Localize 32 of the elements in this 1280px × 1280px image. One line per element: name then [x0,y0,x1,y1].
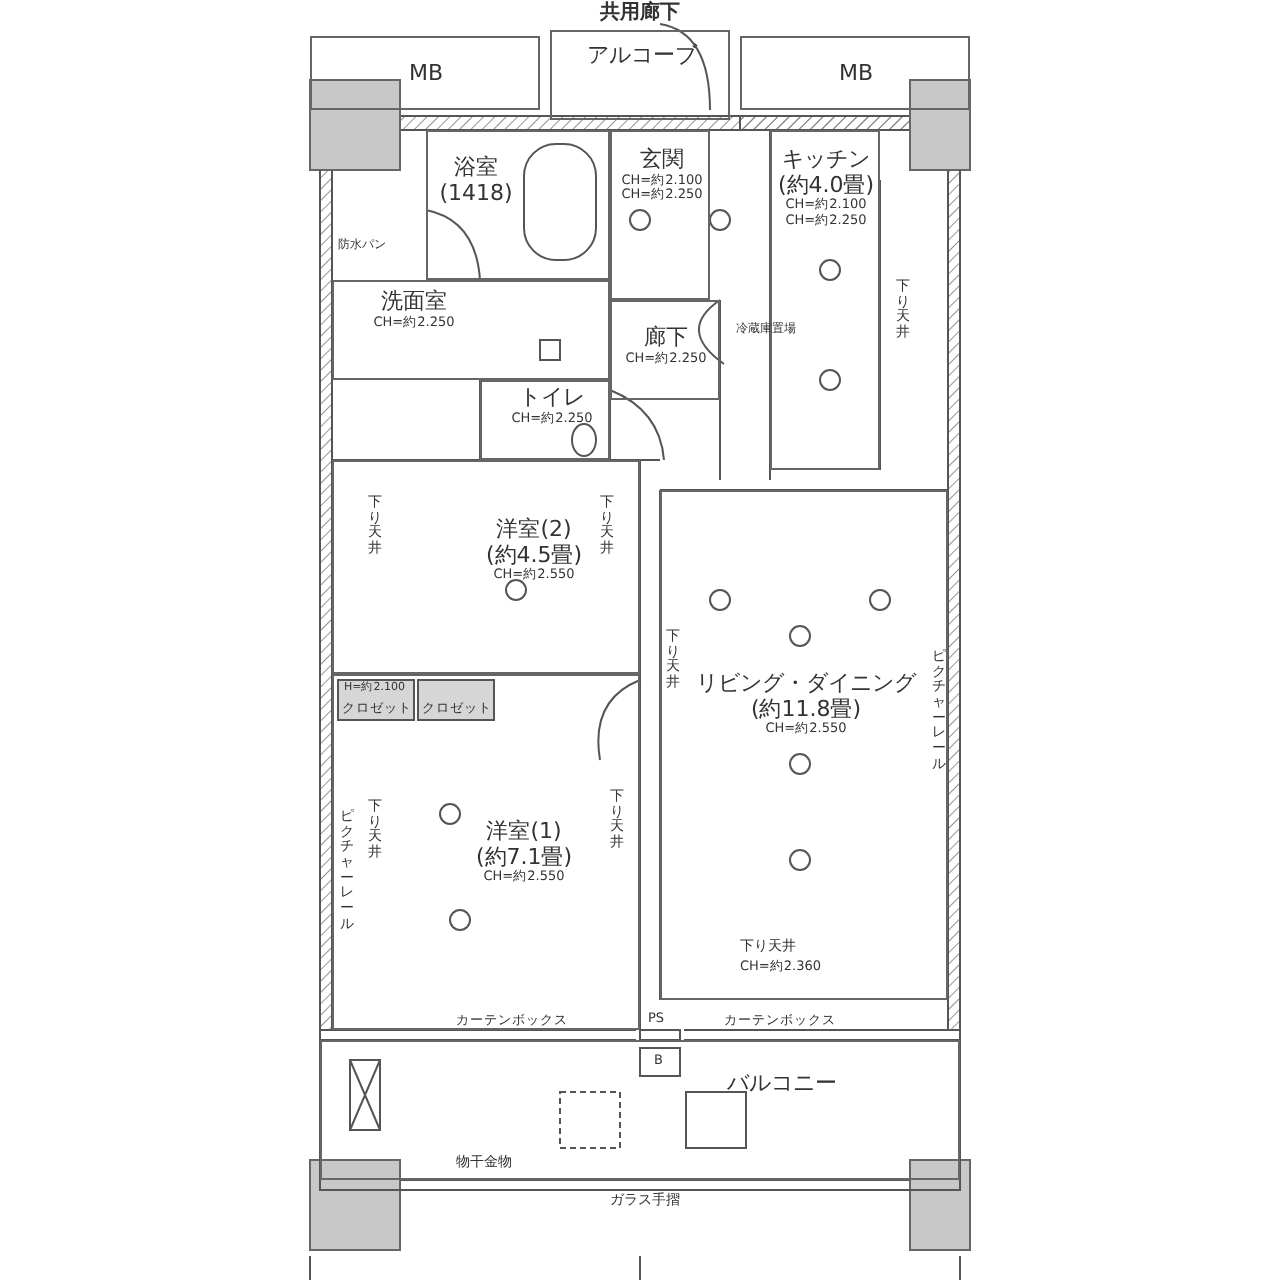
room-area [770,130,880,470]
room-area [426,130,610,280]
room-area [332,460,640,674]
room-name: キッチン [780,148,872,174]
room-name: 洗面室 [379,290,449,315]
room-name: 洋室(1) [484,820,564,846]
room-area [610,300,720,400]
room-area [610,130,710,300]
room-size: (約4.0畳) [777,173,875,198]
room-area [310,36,540,110]
room-name: トイレ [517,386,587,411]
room-size: (1418) [439,181,513,207]
room-name: 洋室(2) [494,518,574,544]
room-size: (約4.5畳) [485,543,583,568]
room-size: (約7.1畳) [475,845,573,870]
room-area [332,280,610,380]
room-name: 廊下 [642,326,690,351]
room-area [660,490,948,1000]
room-area [320,1040,960,1180]
room-area [740,36,970,110]
room-name: 玄関 [638,148,686,173]
room-name: バルコニー [727,1072,837,1098]
room-name: リビング・ダイニング [696,672,916,698]
room-name: MB [408,62,444,88]
corridor-label: 共用廊下 [600,4,680,24]
room-name: アルコーブ [587,44,697,70]
room-area [550,30,730,120]
room-size: (約11.8畳) [748,697,864,722]
room-name: MB [838,62,874,88]
room-name: 浴室 [452,156,500,182]
room-area [332,674,640,1030]
room-area [480,380,610,460]
